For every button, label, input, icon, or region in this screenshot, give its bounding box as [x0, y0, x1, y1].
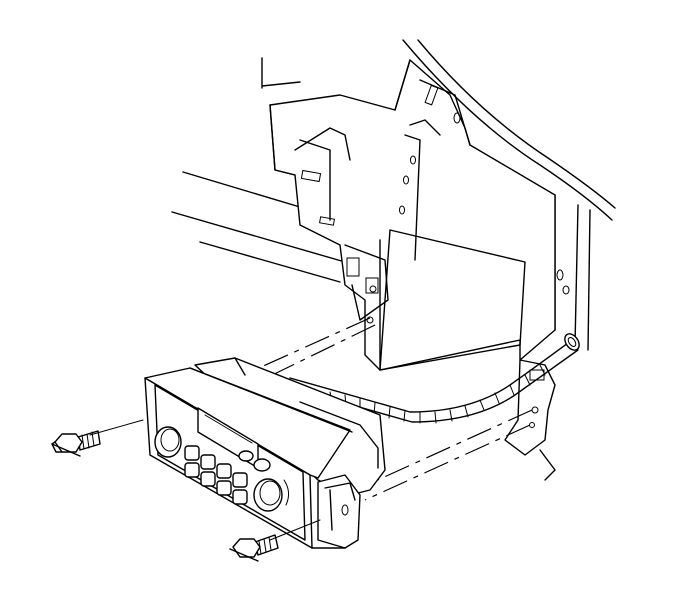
mounting-bolt-upper — [51, 419, 144, 457]
control-buttons — [184, 445, 271, 505]
instrument-panel-carrier — [171, 39, 616, 351]
mounting-bolt-lower — [229, 519, 321, 562]
alignment-guides — [249, 317, 533, 501]
climate-control-module — [144, 357, 386, 549]
